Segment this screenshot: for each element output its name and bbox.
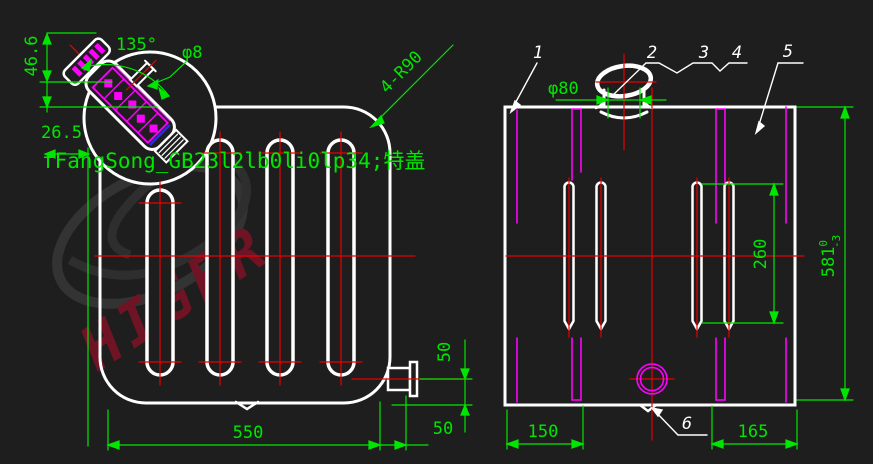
balloon-3: 3 — [698, 43, 709, 63]
dim-4-r90: 4-R90 — [376, 47, 426, 97]
dim-50-horizontal: 50 — [433, 419, 453, 439]
balloon-6: 6 — [682, 414, 692, 434]
bottom-drain-notch — [638, 403, 658, 413]
dim-150: 150 — [528, 422, 559, 442]
dim-165: 165 — [738, 422, 769, 442]
neck-end-plate — [149, 124, 171, 146]
right-view: 1 2 3 4 5 6 φ80 150 1 6 — [503, 42, 854, 450]
internal-baffles — [516, 106, 787, 403]
balloon-2: 2 — [647, 43, 657, 63]
dim-26-5: 26.5 — [41, 123, 82, 143]
dim-581-tol: 5810-3 — [817, 235, 843, 278]
strainer-section — [91, 65, 171, 144]
balloon-leaders — [509, 62, 804, 436]
dim-581-upper: 0 — [817, 240, 830, 247]
filler-neck-assembly — [62, 37, 189, 164]
dim-135deg: 135° — [116, 35, 157, 55]
balloon-labels: 1 2 3 4 5 6 — [533, 42, 793, 434]
neck-rim-ellipse — [594, 63, 654, 99]
balloon-4: 4 — [732, 43, 742, 63]
bottom-seam-notch — [234, 400, 260, 411]
logo-ellipse-icon — [52, 161, 248, 309]
balloon-5: 5 — [783, 42, 793, 62]
front-slot-centerlines — [94, 131, 416, 386]
dim-581-lower: -3 — [830, 235, 843, 248]
cap-knurling — [71, 42, 106, 77]
right-view-dimension-texts: φ80 150 165 260 5810-3 — [528, 79, 843, 442]
left-view-dimensions — [39, 32, 473, 451]
dim-50-vertical: 50 — [435, 342, 455, 362]
drain-plug — [636, 363, 668, 395]
dim-phi80: φ80 — [548, 79, 579, 99]
vent-tube — [125, 59, 157, 91]
weld-serration — [153, 128, 189, 164]
balloon-1: 1 — [533, 43, 543, 63]
dim-phi8: φ8 — [182, 43, 202, 63]
dim-46-6: 46.6 — [22, 36, 42, 77]
tank-front-outline — [98, 105, 392, 405]
dim-581: 581 — [819, 247, 839, 278]
right-view-dimensions — [505, 87, 854, 450]
mtext-format-overlay: fFangSong_GB23l2lb0li0lp34;特盖 — [42, 149, 425, 173]
dim-550: 550 — [233, 423, 264, 443]
dim-260: 260 — [751, 239, 771, 270]
